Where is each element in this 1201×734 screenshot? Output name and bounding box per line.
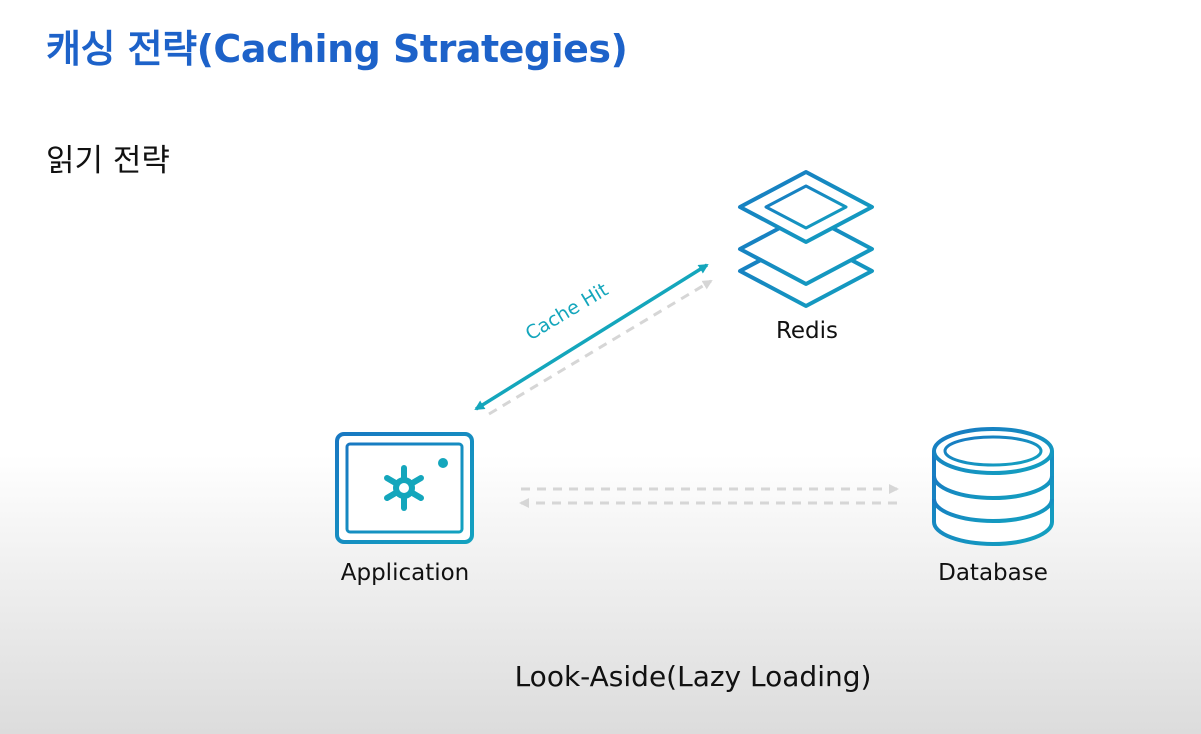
redis-icon [738, 170, 874, 308]
gear-icon [384, 465, 424, 511]
cache-hit-arrow [474, 263, 709, 411]
database-icon [932, 427, 1054, 546]
application-icon [335, 432, 474, 544]
strategy-caption: Look-Aside(Lazy Loading) [514, 660, 872, 693]
page-title: 캐싱 전략(Caching Strategies) [46, 27, 628, 71]
cache-hit-label: Cache Hit [522, 279, 612, 345]
redis-label: Redis [775, 318, 839, 344]
database-label: Database [938, 560, 1048, 586]
section-subtitle: 읽기 전략 [46, 143, 170, 179]
application-label: Application [340, 560, 470, 586]
cache-hit-return-arrow [488, 279, 713, 416]
